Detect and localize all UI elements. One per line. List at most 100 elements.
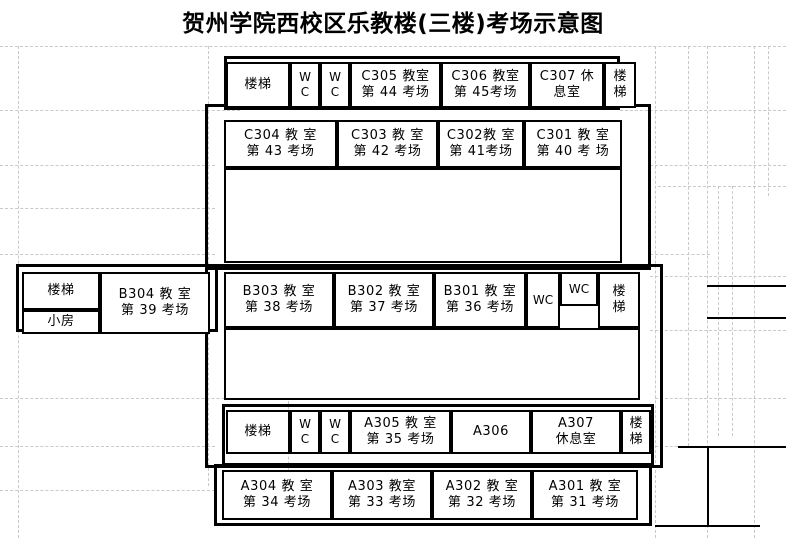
room-c304[interactable]: C304 教 室 第 43 考场 xyxy=(224,120,337,168)
stair-top-right[interactable]: 楼 梯 xyxy=(604,62,636,108)
cell-label-line1: A305 教 室 xyxy=(364,415,437,431)
room-a303[interactable]: A303 教室 第 33 考场 xyxy=(332,470,432,520)
annex-lower-line xyxy=(678,446,786,448)
cell-label-line2: 休息室 xyxy=(555,432,597,447)
gridline-v xyxy=(732,186,733,436)
stair-top-left[interactable]: 楼梯 xyxy=(226,62,290,108)
cell-label-line1: C303 教 室 xyxy=(351,127,424,143)
cell-label-line2: 第 34 考场 xyxy=(242,495,311,510)
room-c305[interactable]: C305 教室 第 44 考场 xyxy=(350,62,441,108)
room-a307[interactable]: A307 休息室 xyxy=(531,410,621,454)
small-room[interactable]: 小房 xyxy=(22,310,100,334)
cell-label-line1: C305 教室 xyxy=(361,68,430,84)
gridline-v xyxy=(655,46,656,538)
gridline-v xyxy=(707,46,708,538)
room-c307[interactable]: C307 休 息室 xyxy=(530,62,604,108)
gridline-h xyxy=(0,165,215,166)
gridline-v xyxy=(688,46,689,446)
gridline-h xyxy=(650,276,786,277)
room-b301[interactable]: B301 教 室 第 36 考场 xyxy=(434,272,526,328)
cell-label-line2: C xyxy=(330,432,340,446)
gridline-h xyxy=(0,208,215,209)
gridline-h xyxy=(0,46,786,47)
cell-label-line1: 楼梯 xyxy=(47,282,75,298)
stair-b-right[interactable]: 楼 梯 xyxy=(598,272,640,328)
cell-label-line2: 第 45考场 xyxy=(453,85,518,100)
cell-label-line1: C301 教 室 xyxy=(536,127,610,143)
corridor-c xyxy=(224,168,622,263)
gridline-h xyxy=(0,398,300,399)
wc-a-2[interactable]: W C xyxy=(320,410,350,454)
wc-b-2[interactable]: WC xyxy=(560,272,598,306)
gridline-h xyxy=(655,398,786,399)
stair-left[interactable]: 楼梯 xyxy=(22,272,100,310)
cell-label-line1: A306 xyxy=(472,423,510,439)
cell-label-line1: B301 教 室 xyxy=(443,283,517,299)
cell-label-line2: 第 43 考场 xyxy=(246,144,315,159)
cell-label-line1: C304 教 室 xyxy=(244,127,317,143)
wc-top-1[interactable]: W C xyxy=(290,62,320,108)
gridline-h xyxy=(650,254,710,255)
cell-label-line1: A301 教 室 xyxy=(548,478,622,494)
cell-label-line1: W xyxy=(329,417,341,431)
cell-label-line1: 楼 xyxy=(629,415,643,431)
wc-a-1[interactable]: W C xyxy=(290,410,320,454)
gridline-h xyxy=(658,186,786,187)
gridline-h xyxy=(0,110,240,111)
annex-top-line xyxy=(707,285,786,287)
room-c306[interactable]: C306 教室 第 45考场 xyxy=(441,62,530,108)
cell-label-line1: A307 xyxy=(557,415,595,431)
room-c302[interactable]: C302教 室 第 41考场 xyxy=(438,120,524,168)
wall-block-a-lower xyxy=(214,464,652,526)
cell-label-line1: 楼梯 xyxy=(244,423,272,439)
cell-label-line1: 楼 xyxy=(612,283,626,299)
cell-label-line2: 第 36 考场 xyxy=(445,300,514,315)
room-a304[interactable]: A304 教 室 第 34 考场 xyxy=(222,470,332,520)
cell-label-line2: 第 38 考场 xyxy=(244,300,313,315)
cell-label-line2: 第 42 考场 xyxy=(353,144,422,159)
room-a306[interactable]: A306 xyxy=(451,410,531,454)
cell-label-line1: B304 教 室 xyxy=(118,286,192,302)
gridline-v xyxy=(754,46,755,538)
gridline-h xyxy=(620,110,786,111)
room-b302[interactable]: B302 教 室 第 37 考场 xyxy=(334,272,434,328)
gridline-h xyxy=(0,490,215,491)
room-c301[interactable]: C301 教 室 第 40 考 场 xyxy=(524,120,622,168)
wc-top-2[interactable]: W C xyxy=(320,62,350,108)
cell-label-line2: C xyxy=(330,85,340,99)
room-a301[interactable]: A301 教 室 第 31 考场 xyxy=(532,470,638,520)
cell-label-line2: 第 39 考场 xyxy=(120,303,189,318)
room-c303[interactable]: C303 教 室 第 42 考场 xyxy=(337,120,438,168)
cell-label-line1: WC xyxy=(532,292,554,307)
room-a305[interactable]: A305 教 室 第 35 考场 xyxy=(350,410,451,454)
cell-label-line2: 第 41考场 xyxy=(449,144,513,159)
cell-label-line2: 梯 xyxy=(629,432,643,447)
cell-label-line1: B303 教 室 xyxy=(242,283,316,299)
room-a302[interactable]: A302 教 室 第 32 考场 xyxy=(432,470,532,520)
gridline-v xyxy=(718,186,719,436)
cell-label-line1: 楼梯 xyxy=(244,76,272,92)
cell-label-line1: WC xyxy=(568,281,590,296)
gridline-h xyxy=(650,165,786,166)
gridline-v xyxy=(288,300,289,500)
wc-b-1[interactable]: WC xyxy=(526,272,560,328)
cell-label-line1: C307 休 xyxy=(539,68,595,84)
cell-label-line2: 第 37 考场 xyxy=(349,300,418,315)
annex-stub-line xyxy=(707,446,709,526)
annex-bottom-line xyxy=(707,317,786,319)
stair-a-right[interactable]: 楼 梯 xyxy=(621,410,651,454)
cell-label-line2: 第 31 考场 xyxy=(550,495,619,510)
stair-a-left[interactable]: 楼梯 xyxy=(226,410,290,454)
cell-label-line1: A304 教 室 xyxy=(240,478,314,494)
cell-label-line1: 小房 xyxy=(47,313,75,329)
corridor-b xyxy=(224,328,640,400)
gridline-h xyxy=(0,254,215,255)
cell-label-line2: 梯 xyxy=(612,300,626,315)
cell-label-line1: A302 教 室 xyxy=(445,478,519,494)
room-b304[interactable]: B304 教 室 第 39 考场 xyxy=(100,272,210,334)
cell-label-line2: C xyxy=(300,85,310,99)
cell-label-line2: 第 32 考场 xyxy=(447,495,516,510)
cell-label-line1: W xyxy=(299,417,311,431)
room-b303[interactable]: B303 教 室 第 38 考场 xyxy=(224,272,334,328)
